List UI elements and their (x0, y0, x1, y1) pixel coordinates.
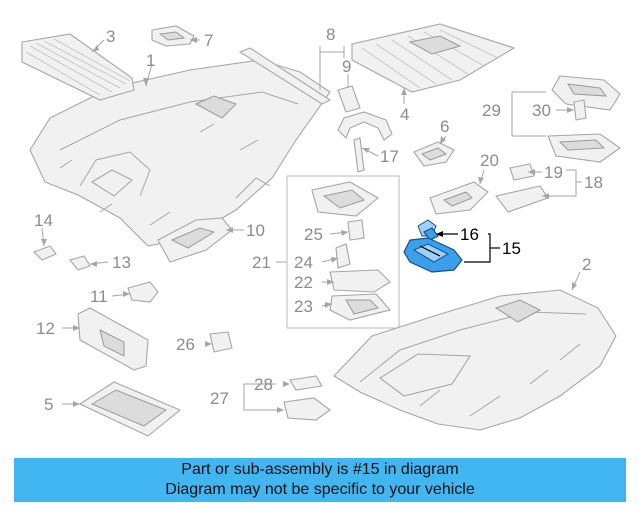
banner-line-1: Part or sub-assembly is #15 in diagram (181, 461, 459, 478)
callout-29: 29 (482, 101, 501, 120)
callout-3: 3 (106, 27, 115, 46)
callout-1: 1 (146, 51, 155, 70)
banner-line-2: Diagram may not be specific to your vehi… (165, 481, 475, 498)
callout-22: 22 (294, 273, 313, 292)
part-5-pad (78, 381, 182, 437)
callout-4: 4 (400, 105, 409, 124)
part-4-roof-panel (351, 23, 516, 93)
part-7-clip (151, 25, 195, 47)
callout-5: 5 (44, 395, 53, 414)
callout-labels: 3 1 7 8 9 4 6 17 29 30 20 19 18 10 21 25… (34, 25, 603, 414)
callout-18: 18 (584, 173, 603, 192)
part-6-lamp-lens (413, 141, 455, 167)
callout-7: 7 (204, 31, 213, 50)
part-26-clip (209, 331, 233, 353)
callout-21: 21 (252, 253, 271, 272)
callout-2: 2 (582, 255, 591, 274)
sub-assembly-box-21 (286, 175, 400, 329)
info-banner: Part or sub-assembly is #15 in diagram D… (14, 458, 626, 502)
callout-30: 30 (532, 101, 551, 120)
callout-14: 14 (34, 211, 53, 230)
part-8-strip (238, 47, 361, 113)
callout-11: 11 (90, 287, 108, 306)
part-1-headliner (29, 59, 331, 247)
callout-19: 19 (544, 163, 563, 182)
part-17-grab-handle (337, 111, 393, 173)
part-12-sun-visor (77, 307, 149, 371)
callout-16: 16 (460, 225, 479, 244)
callout-15: 15 (502, 239, 521, 258)
part-19-20-bracket (429, 163, 549, 215)
callout-24: 24 (294, 253, 313, 272)
callout-17: 17 (380, 147, 399, 166)
part-3-panel (21, 33, 135, 101)
callout-9: 9 (342, 57, 351, 76)
part-11-hook (127, 281, 159, 303)
callout-25: 25 (304, 225, 323, 244)
callout-13: 13 (112, 253, 131, 272)
callout-6: 6 (440, 117, 449, 136)
callout-23: 23 (294, 297, 313, 316)
part-13-14-clips (33, 245, 91, 271)
callout-26: 26 (176, 335, 195, 354)
part-15-map-lamp-assembly (403, 237, 463, 273)
callout-20: 20 (480, 151, 499, 170)
callout-10: 10 (246, 221, 265, 240)
arrowheads (41, 37, 577, 413)
callout-28: 28 (254, 375, 273, 394)
parts-diagram: 3 1 7 8 9 4 6 17 29 30 20 19 18 10 21 25… (21, 23, 621, 437)
callout-8: 8 (326, 25, 335, 44)
part-16-bulb (417, 219, 439, 241)
part-29-console (547, 75, 621, 163)
part-27-28-lamp (283, 375, 331, 421)
callout-27: 27 (210, 389, 229, 408)
callout-12: 12 (36, 319, 55, 338)
part-2-headliner (333, 289, 617, 431)
